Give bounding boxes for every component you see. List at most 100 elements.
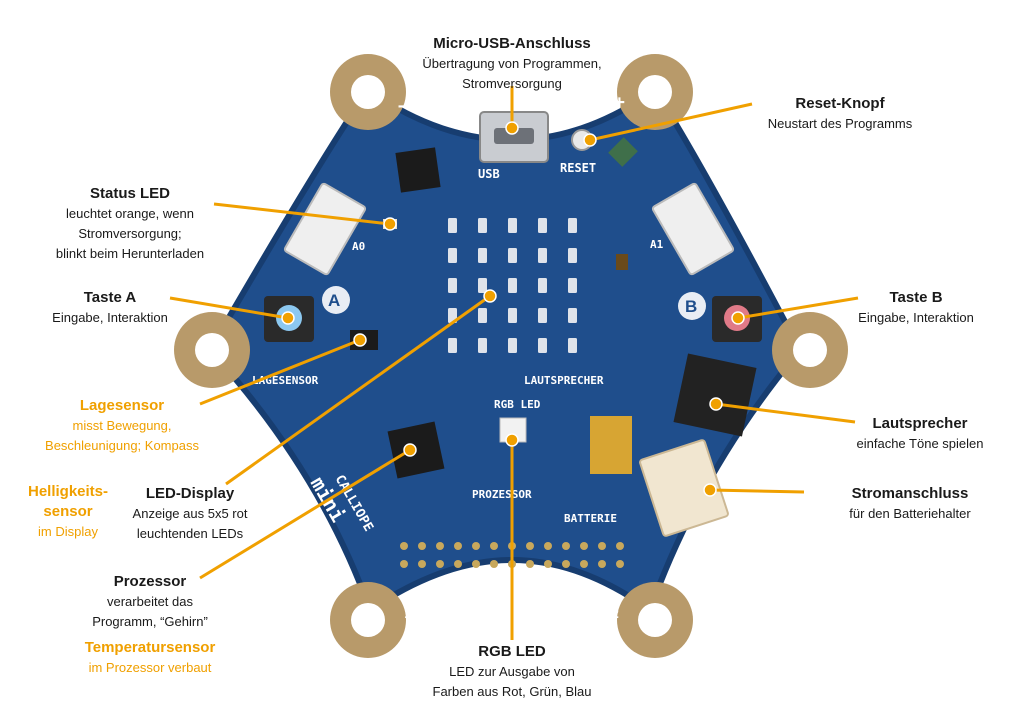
- label-lautsprecher: Lautsprecher einfache Töne spielen: [832, 414, 1008, 454]
- silk-batterie: BATTERIE: [564, 512, 617, 525]
- matrix-led: [478, 278, 487, 293]
- pin-hole: [400, 560, 408, 568]
- pin-hole: [472, 560, 480, 568]
- matrix-led: [478, 248, 487, 263]
- matrix-led: [508, 278, 517, 293]
- label-lautsprecher-desc: einfache Töne spielen: [856, 436, 984, 451]
- pin-hole: [454, 542, 462, 550]
- label-led-display-title: LED-Display: [145, 485, 235, 502]
- label-status-led-title: Status LED: [89, 185, 170, 202]
- label-taste-a-title: Taste A: [83, 289, 137, 306]
- pin-hole: [616, 560, 624, 568]
- silk-a1: A1: [650, 238, 664, 251]
- pin-hole: [418, 560, 426, 568]
- matrix-led: [568, 248, 577, 263]
- label-taste-a-desc: Eingabe, Interaktion: [52, 310, 168, 325]
- matrix-led: [508, 248, 517, 263]
- label-status-led-desc: leuchtet orange, wenn Stromversorgung; b…: [55, 206, 205, 261]
- silk-pin2: 2: [612, 607, 619, 621]
- pin-hole: [526, 542, 534, 550]
- label-rgb-led-desc: LED zur Ausgabe von Farben aus Rot, Grün…: [432, 664, 592, 699]
- pin-hole: [418, 542, 426, 550]
- label-stromanschluss: Stromanschluss für den Batteriehalter: [810, 484, 1010, 524]
- board-body: [206, 85, 804, 615]
- pin-hole: [544, 542, 552, 550]
- matrix-led: [508, 218, 517, 233]
- label-temperatur-desc: im Prozessor verbaut: [88, 660, 212, 675]
- silk-prozessor: PROZESSOR: [472, 488, 532, 501]
- capacitor: [590, 416, 632, 474]
- pin-hole: [526, 560, 534, 568]
- pin-hole: [616, 542, 624, 550]
- label-reset-title: Reset-Knopf: [795, 95, 885, 112]
- silk-button-b: B: [685, 297, 697, 316]
- silk-reset: RESET: [560, 161, 596, 175]
- label-prozessor-desc: verarbeitet das Programm, “Gehirn”: [92, 594, 208, 629]
- matrix-led: [568, 338, 577, 353]
- matrix-led: [508, 338, 517, 353]
- matrix-led: [538, 218, 547, 233]
- label-prozessor-title: Prozessor: [113, 573, 187, 590]
- pin-hole: [490, 542, 498, 550]
- callout-dots: [281, 121, 745, 497]
- label-status-led: Status LED leuchtet orange, wenn Stromve…: [30, 184, 230, 264]
- label-temperatur: Temperatursensor im Prozessor verbaut: [50, 638, 250, 678]
- matrix-led: [478, 338, 487, 353]
- silk-plus: +: [614, 92, 625, 113]
- interface-chip: [395, 147, 441, 193]
- label-rgb-led-title: RGB LED: [478, 643, 546, 660]
- silk-usb: USB: [478, 167, 500, 181]
- label-prozessor: Prozessor verarbeitet das Programm, “Geh…: [60, 572, 240, 632]
- pin-hole: [454, 560, 462, 568]
- pin-hole: [544, 560, 552, 568]
- mounting-pads: [174, 54, 848, 658]
- label-led-display: LED-Display Anzeige aus 5x5 rot leuchten…: [100, 484, 280, 544]
- label-taste-a: Taste A Eingabe, Interaktion: [20, 288, 200, 328]
- matrix-led: [448, 248, 457, 263]
- label-led-display-desc: Anzeige aus 5x5 rot leuchtenden LEDs: [132, 506, 248, 541]
- matrix-led: [448, 218, 457, 233]
- label-usb: Micro-USB-Anschluss Übertragung von Prog…: [402, 34, 622, 94]
- led-matrix: [448, 218, 577, 353]
- silk-button-a: A: [328, 291, 340, 310]
- label-lautsprecher-title: Lautsprecher: [872, 415, 968, 432]
- matrix-led: [508, 308, 517, 323]
- label-taste-b-title: Taste B: [889, 289, 943, 306]
- pin-hole: [472, 542, 480, 550]
- label-rgb-led: RGB LED LED zur Ausgabe von Farben aus R…: [402, 642, 622, 702]
- pin-hole: [490, 560, 498, 568]
- pin-hole: [580, 560, 588, 568]
- pin-hole: [598, 542, 606, 550]
- matrix-led: [538, 278, 547, 293]
- matrix-led: [568, 308, 577, 323]
- silk-a0: A0: [352, 240, 365, 253]
- matrix-led: [478, 218, 487, 233]
- pin-hole: [436, 560, 444, 568]
- light-sensor: [616, 254, 628, 270]
- matrix-led: [478, 308, 487, 323]
- matrix-led: [448, 278, 457, 293]
- matrix-led: [538, 338, 547, 353]
- pin-hole: [580, 542, 588, 550]
- label-helligkeit-title: Helligkeits- sensor: [27, 483, 109, 520]
- silk-pin3: 3: [782, 393, 789, 407]
- label-taste-b-desc: Eingabe, Interaktion: [858, 310, 974, 325]
- pin-hole: [436, 542, 444, 550]
- label-stromanschluss-desc: für den Batteriehalter: [849, 506, 971, 521]
- connector-a1: [651, 182, 735, 276]
- label-lagesensor: Lagesensor misst Bewegung, Beschleunigun…: [22, 396, 222, 456]
- label-reset: Reset-Knopf Neustart des Programms: [740, 94, 940, 134]
- matrix-led: [448, 338, 457, 353]
- pin-hole: [598, 560, 606, 568]
- matrix-led: [538, 248, 547, 263]
- silk-lautsprecher: LAUTSPRECHER: [524, 374, 604, 387]
- pin-hole: [562, 560, 570, 568]
- silk-rgb-led: RGB LED: [494, 398, 541, 411]
- connector-a0: [283, 182, 367, 276]
- label-usb-title: Micro-USB-Anschluss: [433, 35, 591, 52]
- silk-pin1: 1: [404, 607, 411, 621]
- power-connector: [639, 439, 729, 537]
- label-usb-desc: Übertragung von Programmen, Stromversorg…: [422, 56, 602, 91]
- label-helligkeit-desc: im Display: [38, 524, 98, 539]
